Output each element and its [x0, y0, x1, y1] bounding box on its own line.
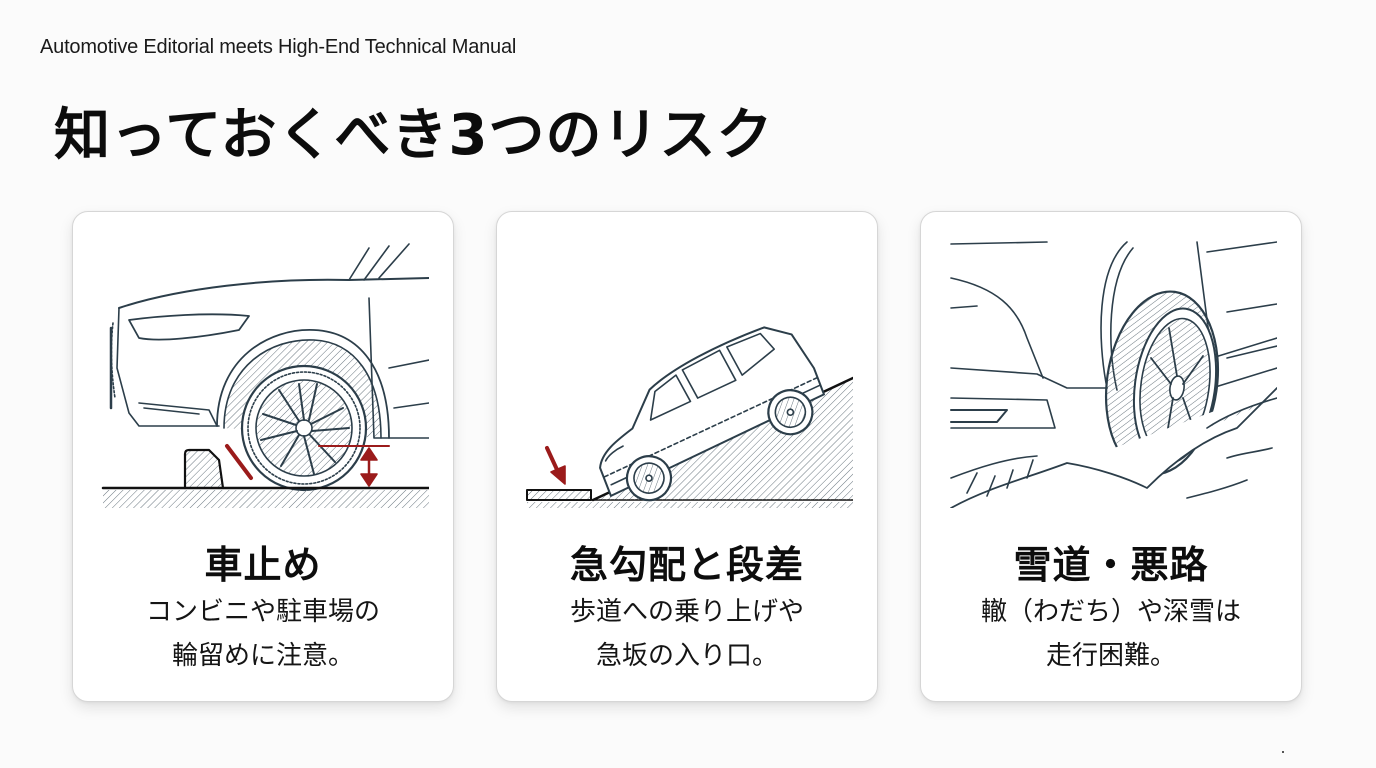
card-description: 轍（わだち）や深雪は 走行困難。 [921, 590, 1301, 678]
card-title: 雪道・悪路 [1013, 543, 1209, 587]
card-description-line: 轍（わだち）や深雪は [980, 597, 1241, 627]
card-description-line: 急坂の入り口。 [595, 641, 778, 671]
card-description-line: 走行困難。 [1045, 641, 1176, 671]
risk-card-steep-slope: 急勾配と段差 歩道への乗り上げや 急坂の入り口。 [496, 211, 878, 702]
risk-cards: 車止め コンビニや駐車場の 輪留めに注意。 [72, 211, 1302, 702]
card-title: 急勾配と段差 [569, 543, 804, 587]
card-description-line: コンビニや駐車場の [145, 597, 380, 627]
page-title: 知っておくべき3つのリスク [54, 103, 774, 168]
risk-card-snow-rough-road: 雪道・悪路 轍（わだち）や深雪は 走行困難。 [920, 211, 1302, 702]
card-description-line: 輪留めに注意。 [171, 641, 354, 671]
card-title: 車止め [204, 543, 322, 587]
suv-on-steep-slope-illustration [523, 238, 853, 508]
card-description: コンビニや駐車場の 輪留めに注意。 [73, 590, 453, 678]
car-bumper-wheel-stop-illustration [99, 238, 429, 508]
risk-card-wheel-stop: 車止め コンビニや駐車場の 輪留めに注意。 [72, 211, 454, 702]
card-description-line: 歩道への乗り上げや [569, 597, 804, 627]
kicker-subtitle: Automotive Editorial meets High-End Tech… [40, 36, 517, 58]
corner-dot-artifact [1282, 751, 1284, 753]
tire-in-snow-rut-illustration [947, 238, 1277, 508]
card-description: 歩道への乗り上げや 急坂の入り口。 [497, 590, 877, 678]
